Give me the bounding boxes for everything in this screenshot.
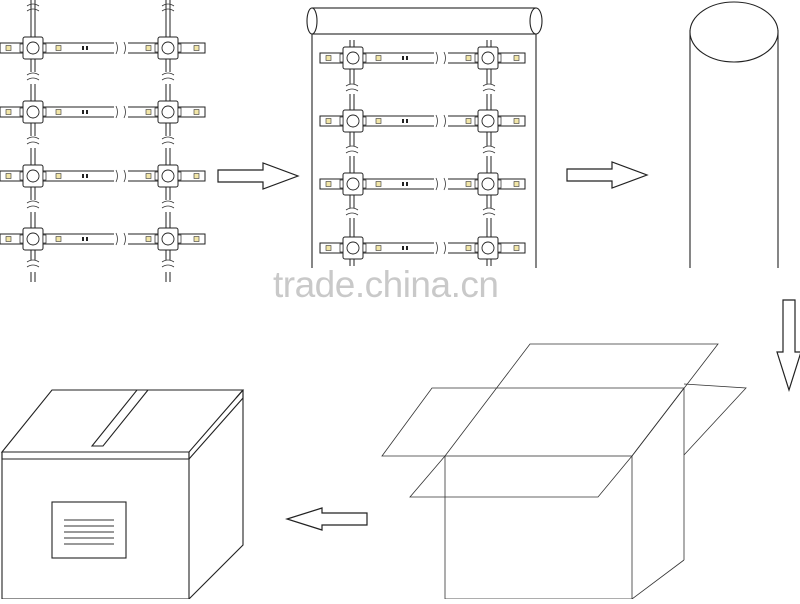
grid-on-roll <box>306 7 543 268</box>
led-strip-grid <box>0 0 206 282</box>
arrow-right-1 <box>217 162 300 190</box>
rolled-tube <box>689 1 779 268</box>
arrow-down <box>776 299 800 392</box>
arrow-right-2 <box>566 161 649 189</box>
open-carton <box>381 343 747 600</box>
arrow-left <box>284 507 368 531</box>
sealed-carton <box>0 389 245 600</box>
